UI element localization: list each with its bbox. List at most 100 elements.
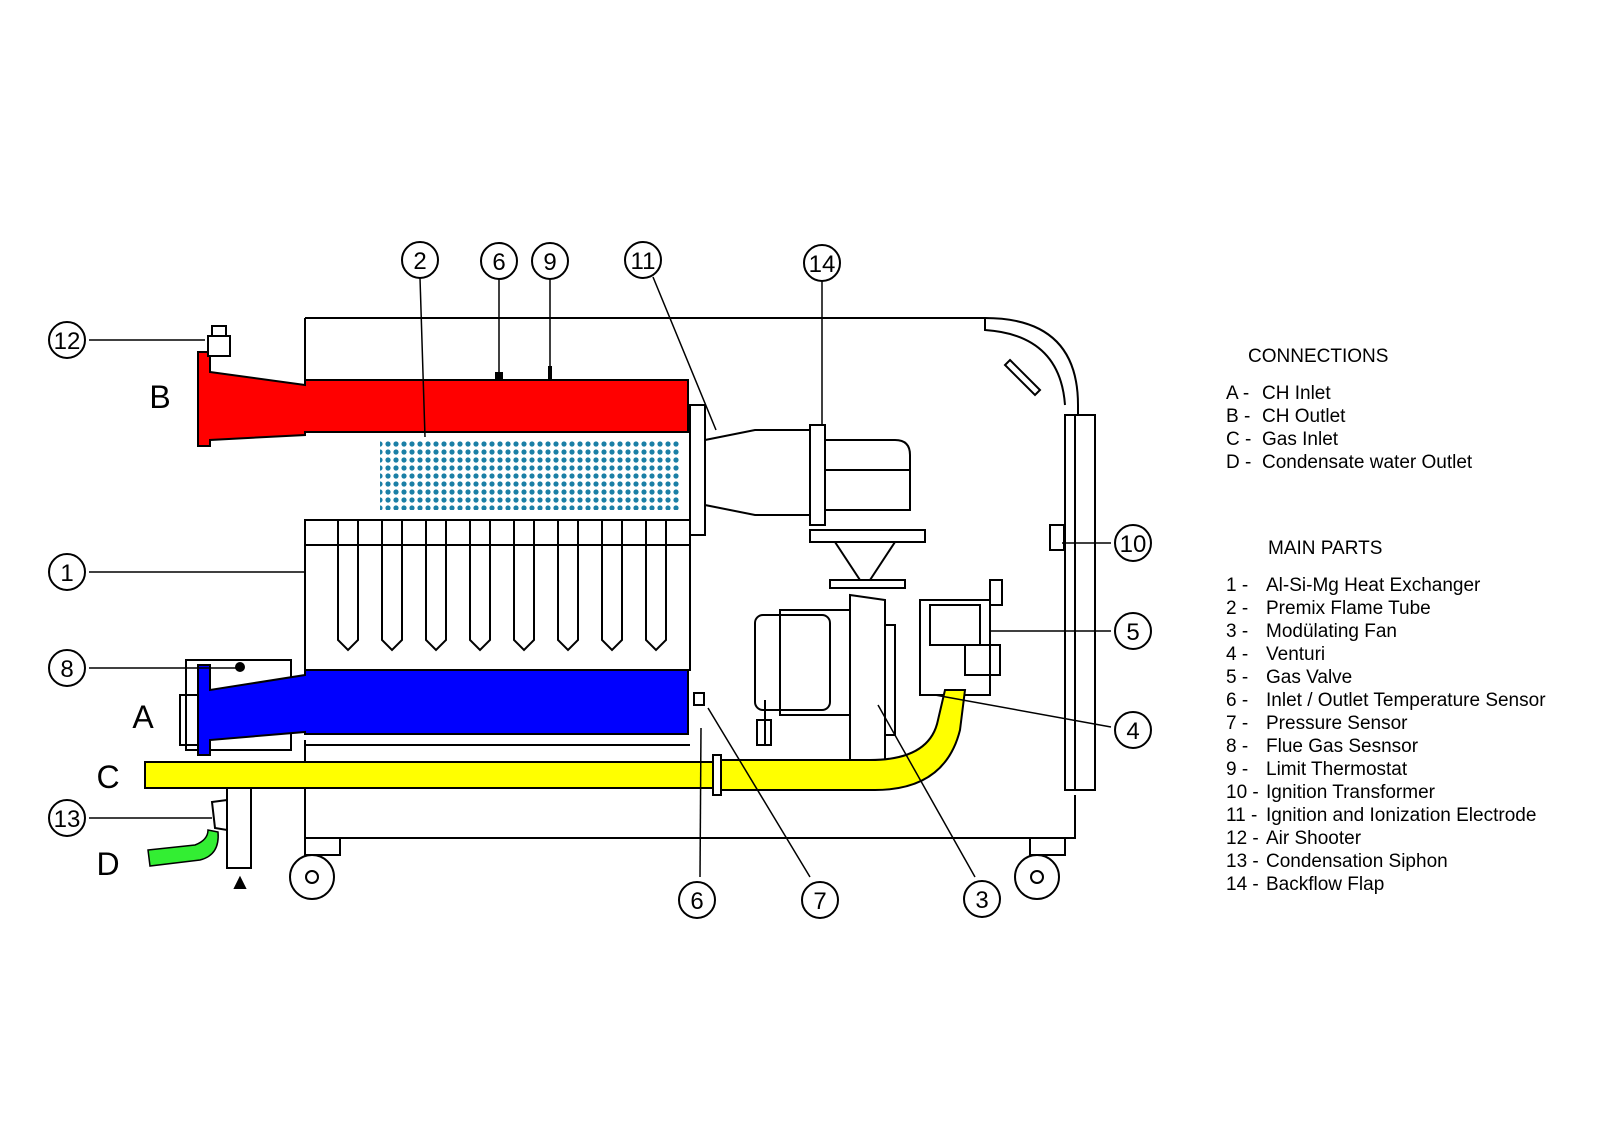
callout-4-label: 4 bbox=[1126, 718, 1139, 745]
legend-key: 10 - bbox=[1226, 782, 1259, 803]
legend-key: 14 - bbox=[1226, 874, 1259, 895]
premix-flame-tube bbox=[380, 440, 680, 510]
connections-title: CONNECTIONS bbox=[1248, 346, 1389, 367]
ignition-transformer-panel bbox=[1064, 414, 1096, 791]
heat-exchanger bbox=[304, 519, 691, 671]
legend-label: Ignition and Ionization Electrode bbox=[1266, 805, 1537, 826]
callout-2-label: 2 bbox=[413, 248, 426, 275]
legend-label: Premix Flame Tube bbox=[1266, 598, 1431, 619]
legend-row: 4 -Venturi bbox=[1226, 643, 1546, 666]
heat-exchanger-fins bbox=[337, 520, 667, 652]
callout-1-label: 1 bbox=[60, 560, 73, 587]
legend-label: Limit Thermostat bbox=[1266, 759, 1408, 780]
legend-label: Pressure Sensor bbox=[1266, 713, 1408, 734]
legend-row: 2 - Premix Flame Tube bbox=[1226, 597, 1546, 620]
connections-legend: CONNECTIONS A -CH Inlet B -CH Outlet C -… bbox=[1226, 346, 1472, 474]
temperature-sensor-bottom bbox=[693, 692, 705, 706]
callout-7 bbox=[801, 881, 839, 919]
letter-c: C bbox=[96, 759, 119, 795]
legend-key: 11 - bbox=[1226, 805, 1258, 826]
legend-row: 6 - Inlet / Outlet Temperature Sensor bbox=[1226, 689, 1546, 712]
callout-11-label: 11 bbox=[631, 248, 656, 275]
callout-3 bbox=[963, 880, 1001, 918]
legend-key: 7 - bbox=[1226, 713, 1249, 734]
modulating-fan-motor bbox=[754, 614, 831, 711]
callout-8 bbox=[48, 649, 86, 687]
callout-6-top bbox=[480, 242, 518, 280]
callout-10 bbox=[1114, 524, 1152, 562]
legend-label: Ignition Transformer bbox=[1266, 782, 1435, 803]
callout-5 bbox=[1114, 612, 1152, 650]
legend-row: 13 - Condensation Siphon bbox=[1226, 850, 1546, 873]
casing-top-curve bbox=[984, 318, 1066, 406]
legend-label: Condensation Siphon bbox=[1266, 851, 1448, 872]
modulating-fan bbox=[849, 593, 886, 761]
legend-key: D - bbox=[1226, 452, 1252, 473]
legend-row: 14 - Backflow Flap bbox=[1226, 873, 1546, 896]
callout-6-bottom-label: 6 bbox=[690, 888, 703, 915]
letter-a: A bbox=[132, 699, 154, 735]
legend-label: CH Inlet bbox=[1262, 383, 1331, 404]
legend-row: 7 - Pressure Sensor bbox=[1226, 712, 1546, 735]
legend-label: Air Shooter bbox=[1266, 828, 1362, 849]
letter-b: B bbox=[149, 379, 170, 415]
limit-thermostat bbox=[548, 366, 552, 380]
callout-9-label: 9 bbox=[543, 249, 556, 276]
caster-right bbox=[1014, 838, 1066, 900]
legend-key: B - bbox=[1226, 406, 1251, 427]
burner-flange bbox=[689, 404, 706, 536]
callout-13 bbox=[48, 799, 86, 837]
callout-12-label: 12 bbox=[54, 328, 81, 355]
legend-key: 3 - bbox=[1226, 621, 1249, 642]
legend-row: D - Condensate water Outlet bbox=[1226, 451, 1472, 474]
legend-key: 9 - bbox=[1226, 759, 1249, 780]
legend-key: 2 - bbox=[1226, 598, 1249, 619]
legend-label: Gas Valve bbox=[1266, 667, 1353, 688]
legend-row: A -CH Inlet bbox=[1226, 382, 1472, 405]
callout-1 bbox=[48, 553, 86, 591]
callout-2 bbox=[401, 241, 439, 279]
legend-row: 11 - Ignition and Ionization Electrode bbox=[1226, 804, 1546, 827]
legend-label: Backflow Flap bbox=[1266, 874, 1385, 895]
callout-10-label: 10 bbox=[1120, 531, 1147, 558]
letter-d: D bbox=[96, 846, 119, 882]
legend-key: 5 - bbox=[1226, 667, 1249, 688]
callout-13-label: 13 bbox=[54, 806, 81, 833]
leader-lines bbox=[89, 276, 1112, 878]
legend-key: 6 - bbox=[1226, 690, 1249, 711]
legend-row: B -CH Outlet bbox=[1226, 405, 1472, 428]
callout-6-bottom bbox=[678, 881, 716, 919]
callout-4 bbox=[1114, 711, 1152, 749]
legend-label: Venturi bbox=[1266, 644, 1326, 665]
callout-8-label: 8 bbox=[60, 656, 73, 683]
temperature-sensor-top bbox=[495, 372, 503, 380]
callout-12 bbox=[48, 321, 86, 359]
legend-row: 3 - Modülating Fan bbox=[1226, 620, 1546, 643]
legend-key: 8 - bbox=[1226, 736, 1249, 757]
legend-label: Gas Inlet bbox=[1262, 429, 1339, 450]
condensation-siphon bbox=[210, 787, 252, 889]
legend-key: C - bbox=[1226, 429, 1252, 450]
legend-label: Modülating Fan bbox=[1266, 621, 1397, 642]
legend-row: 8 - Flue Gas Sesnsor bbox=[1226, 735, 1546, 758]
ch-outlet-pipe bbox=[197, 351, 689, 447]
legend-row: 1 -Al-Si-Mg Heat Exchanger bbox=[1226, 574, 1546, 597]
callout-11 bbox=[624, 241, 662, 279]
callout-14-label: 14 bbox=[809, 251, 836, 278]
callout-5-label: 5 bbox=[1126, 619, 1139, 646]
backflow-flap bbox=[809, 424, 826, 526]
legend-label: Condensate water Outlet bbox=[1262, 452, 1473, 473]
main-parts-legend: MAIN PARTS 1 -Al-Si-Mg Heat Exchanger 2 … bbox=[1226, 538, 1546, 896]
callout-14 bbox=[803, 244, 841, 282]
main-parts-title: MAIN PARTS bbox=[1268, 538, 1383, 559]
legend-row: 12 - Air Shooter bbox=[1226, 827, 1546, 850]
legend-label: Flue Gas Sesnsor bbox=[1266, 736, 1419, 757]
legend-label: Inlet / Outlet Temperature Sensor bbox=[1266, 690, 1546, 711]
legend-key: 13 - bbox=[1226, 851, 1259, 872]
callout-7-label: 7 bbox=[813, 888, 826, 915]
legend-key: 12 - bbox=[1226, 828, 1259, 849]
callout-3-label: 3 bbox=[975, 887, 988, 914]
gas-inlet-pipe bbox=[144, 689, 967, 791]
caster-left bbox=[289, 838, 341, 900]
